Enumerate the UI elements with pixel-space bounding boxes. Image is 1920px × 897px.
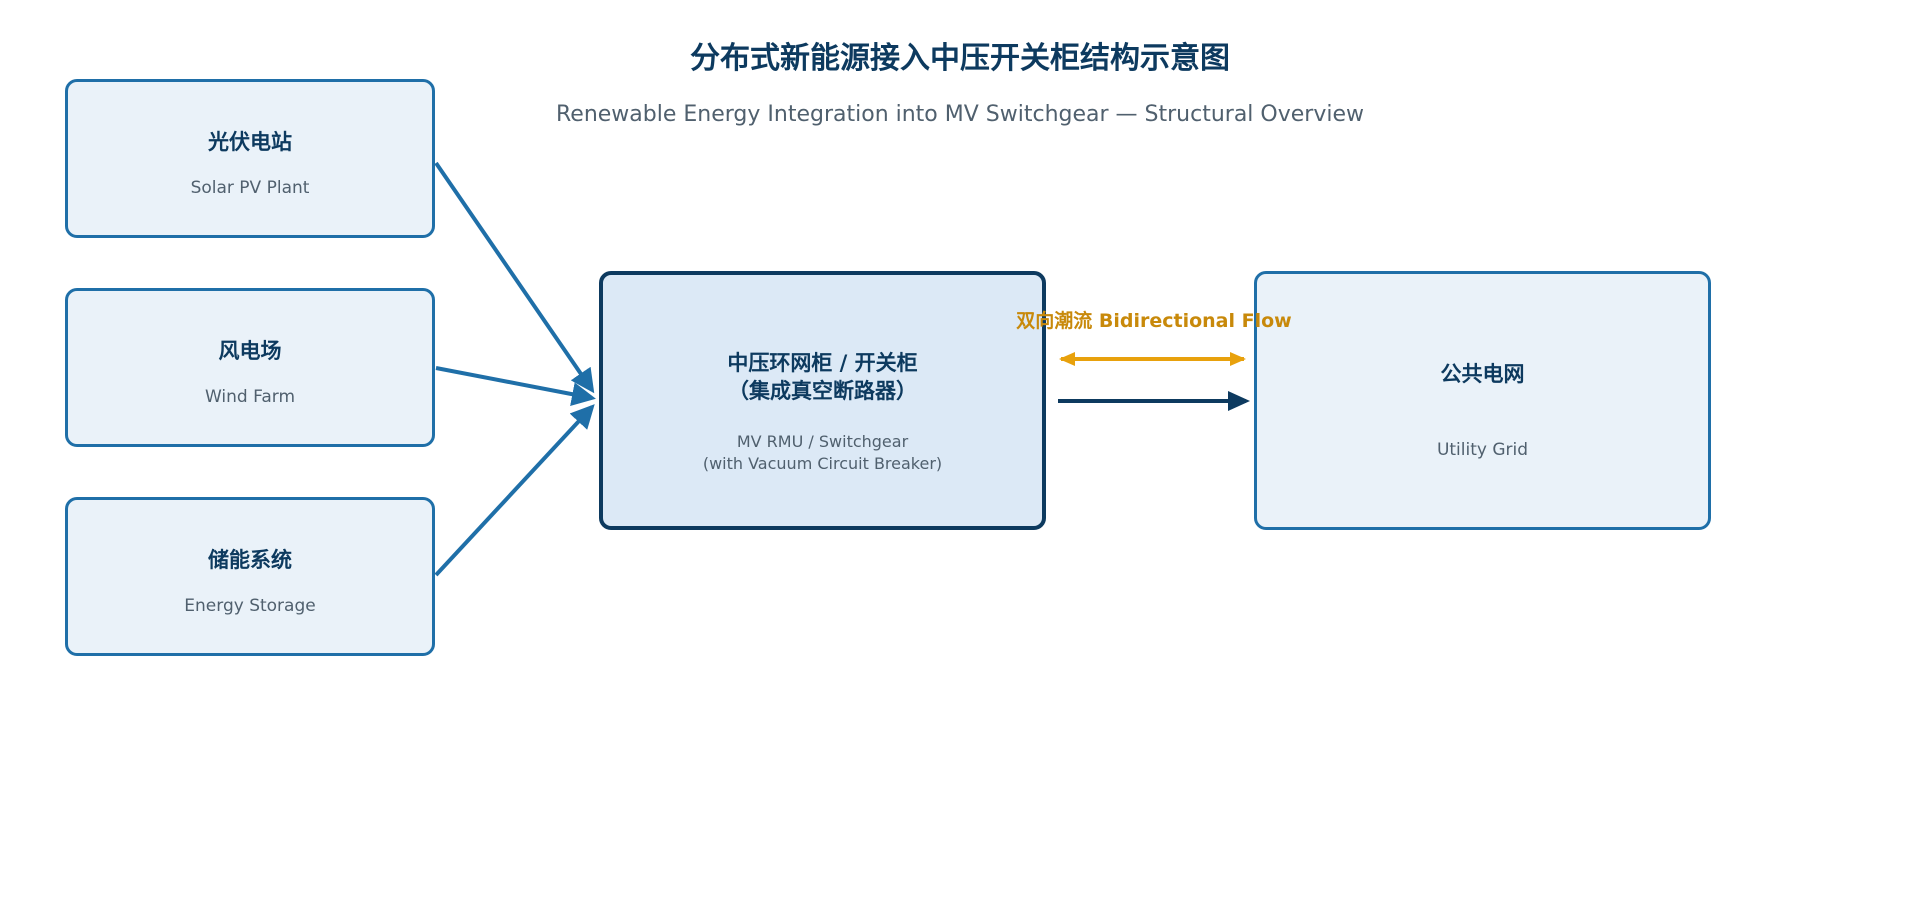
switchgear-label-en-line1: MV RMU / Switchgear [736, 432, 909, 451]
source-label-zh: 光伏电站 [208, 130, 292, 154]
source-label-en: Energy Storage [184, 596, 316, 616]
switchgear-box: 中压环网柜 / 开关柜 （集成真空断路器） MV RMU / Switchgea… [599, 271, 1046, 530]
grid-label-en: Utility Grid [1436, 440, 1529, 460]
grid-label-zh: 公共电网 [1440, 362, 1525, 386]
source-label-en: Wind Farm [204, 387, 295, 407]
source-box-solar: 光伏电站 Solar PV Plant [65, 79, 435, 238]
diagram-title: 分布式新能源接入中压开关柜结构示意图 [690, 41, 1230, 76]
source-label-en: Solar PV Plant [190, 178, 310, 198]
arrow-storage-to-switchgear [434, 404, 595, 577]
diagram-subtitle: Renewable Energy Integration into MV Swi… [556, 102, 1364, 127]
source-box-wind: 风电场 Wind Farm [65, 288, 435, 447]
source-label-zh: 风电场 [218, 339, 282, 363]
source-box-storage: 储能系统 Energy Storage [65, 497, 435, 656]
arrow-wind-to-switchgear [435, 366, 596, 407]
switchgear-label-zh: 中压环网柜 / 开关柜 （集成真空断路器） [603, 349, 1042, 405]
arrow-solar-to-switchgear [434, 161, 595, 394]
switchgear-label-en-line2: (with Vacuum Circuit Breaker) [702, 454, 943, 473]
source-label-zh: 储能系统 [208, 548, 292, 572]
bidirectional-flow-label: 双向潮流 Bidirectional Flow [1016, 310, 1292, 332]
switchgear-label-zh-line2: （集成真空断路器） [728, 379, 917, 403]
utility-grid-box: 公共电网 Utility Grid [1254, 271, 1711, 530]
switchgear-label-zh-line1: 中压环网柜 / 开关柜 [727, 351, 918, 375]
switchgear-label-en: MV RMU / Switchgear (with Vacuum Circuit… [603, 431, 1042, 475]
